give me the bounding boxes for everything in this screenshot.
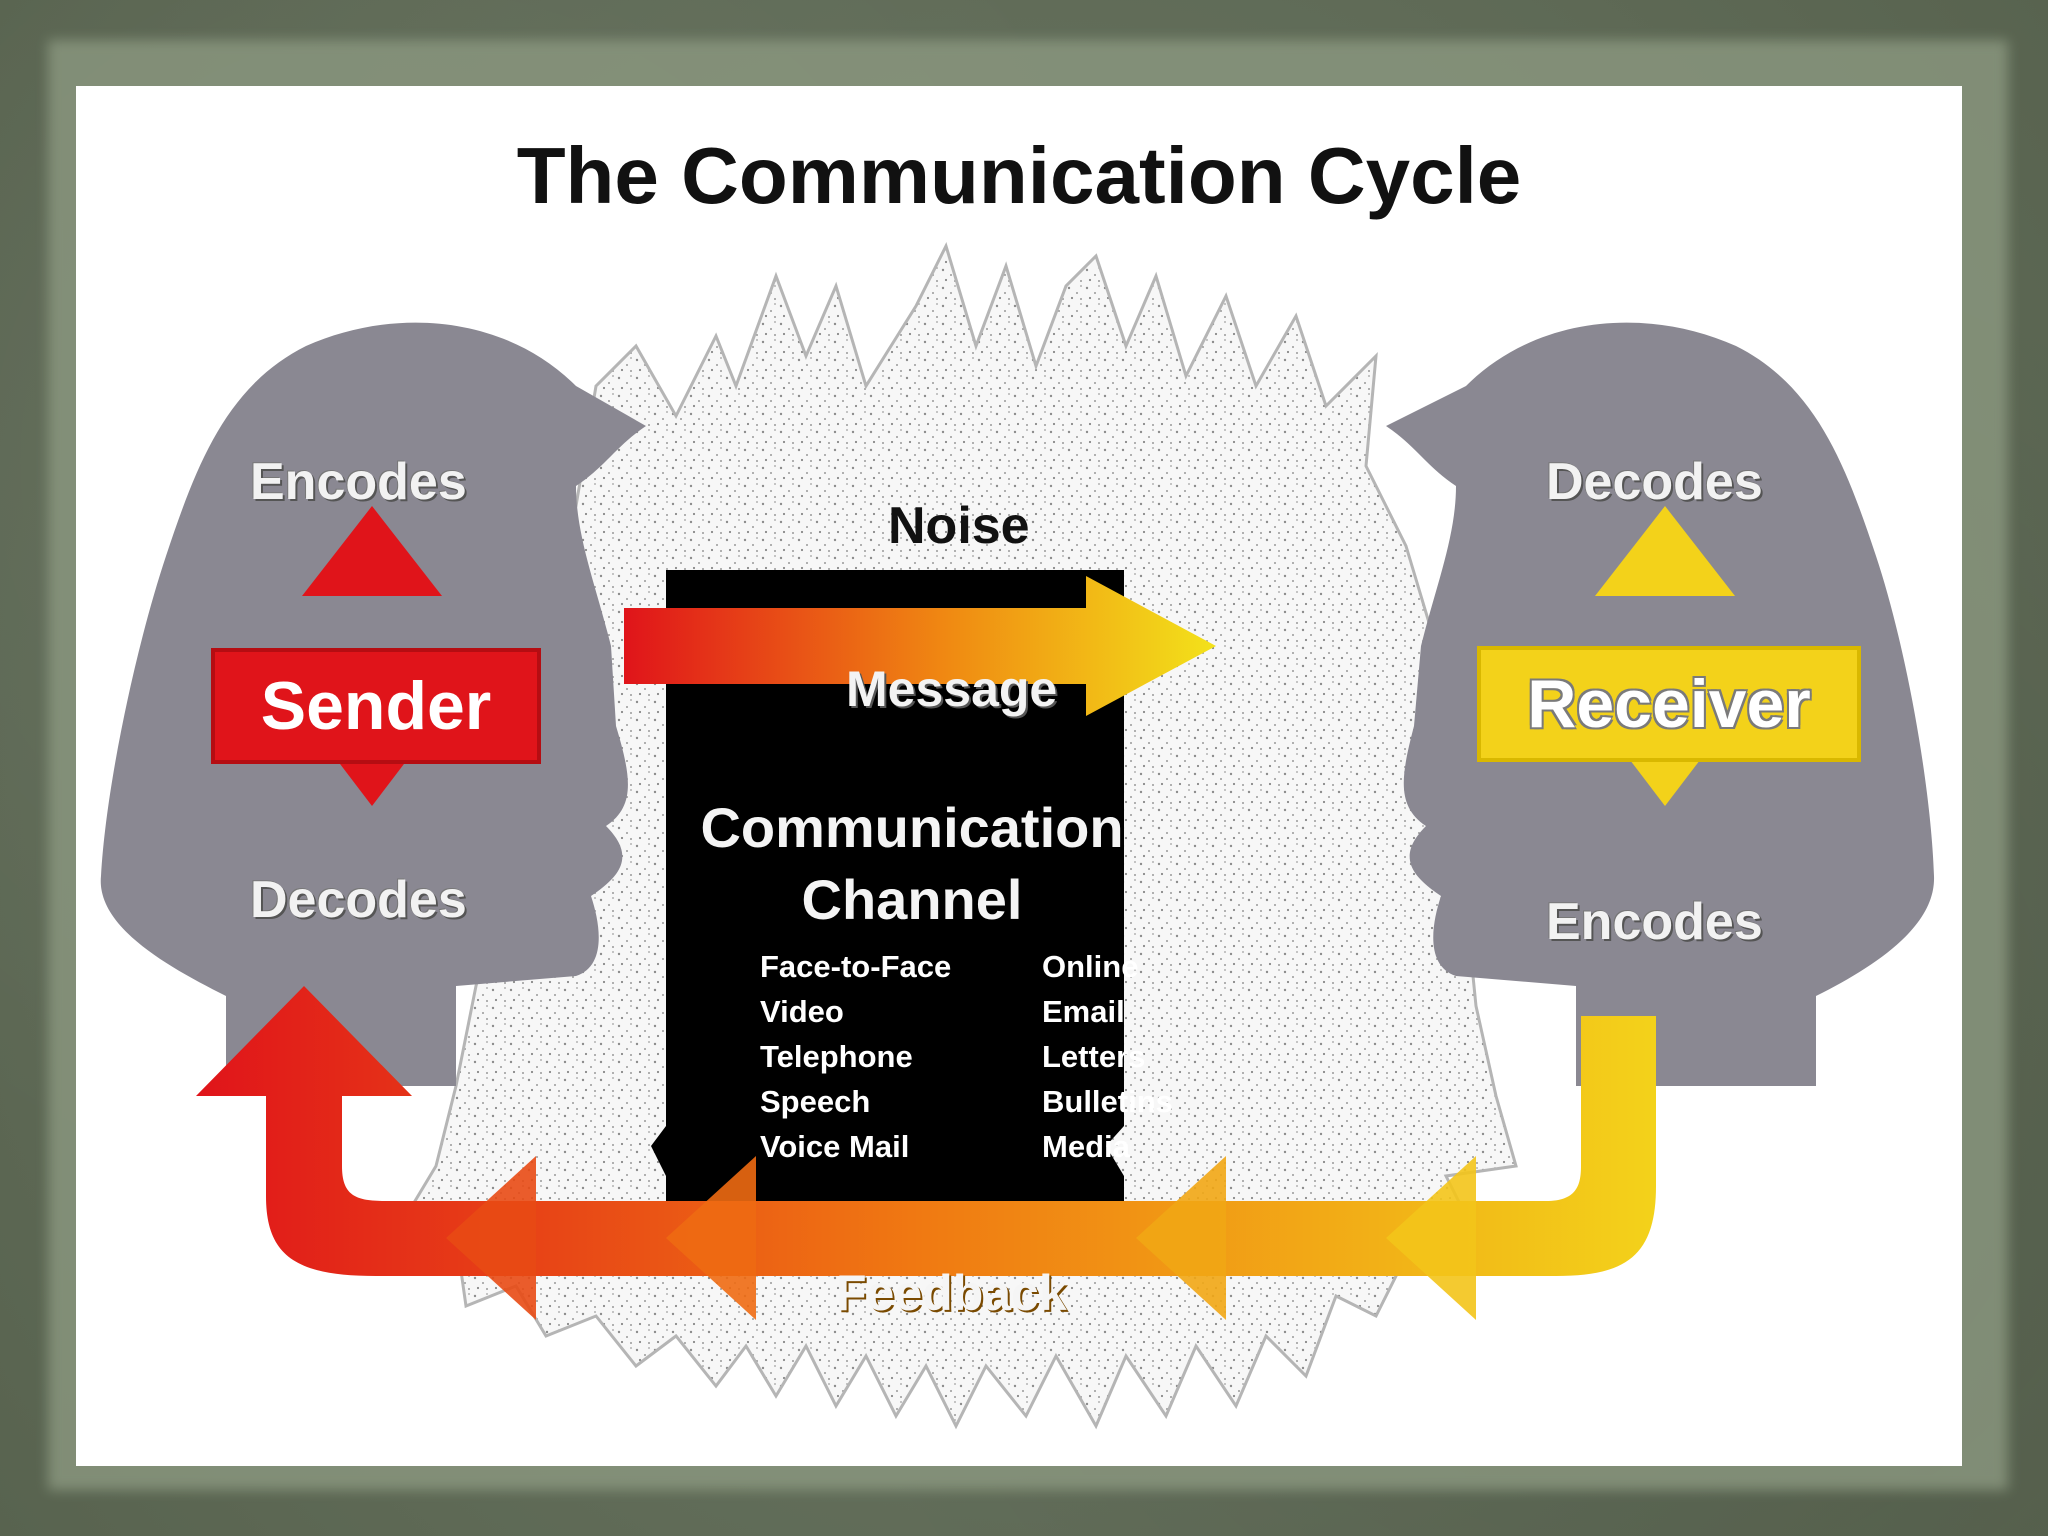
channel-item: Letters [1042, 1039, 1146, 1074]
message-arrow [624, 576, 1216, 716]
channel-item: Online [1042, 949, 1139, 984]
channel-item: Face-to-Face [760, 949, 952, 984]
channel-list-right: Online Email Letters Bulletins Media [1042, 944, 1173, 1169]
feedback-chevron-2 [666, 1156, 756, 1320]
channel-item: Bulletins [1042, 1084, 1173, 1119]
receiver-encodes-label: Encodes [1546, 893, 1763, 951]
channel-item: Media [1042, 1129, 1130, 1164]
sender-box: Sender [211, 648, 541, 764]
sender-up-arrowhead [302, 506, 442, 596]
channel-list-left: Face-to-Face Video Telephone Speech Voic… [760, 944, 951, 1169]
channel-item: Email [1042, 994, 1125, 1029]
receiver-label: Receiver [1527, 666, 1811, 742]
feedback-chevron-3 [1136, 1156, 1226, 1320]
channel-box [651, 570, 1124, 1226]
receiver-box: Receiver [1477, 646, 1861, 762]
channel-title: Communication Channel [700, 796, 1124, 931]
diagram-title: The Communication Cycle [516, 131, 1522, 220]
sender-encodes-label: Encodes [250, 453, 467, 511]
feedback-arrow [196, 986, 1656, 1276]
feedback-label: Feedback [836, 1265, 1067, 1321]
feedback-chevron-4 [1386, 1156, 1476, 1320]
channel-item: Speech [760, 1084, 871, 1119]
message-label: Message [846, 661, 1058, 717]
diagram-graphics [100, 241, 1935, 1430]
receiver-up-arrowhead [1595, 506, 1735, 596]
feedback-chevron-1 [446, 1156, 536, 1320]
diagram-card: The Communication Cycle Encodes Decodes … [76, 86, 1962, 1466]
sender-label: Sender [260, 668, 492, 744]
sender-decodes-label: Decodes [250, 871, 467, 929]
receiver-decodes-label: Decodes [1546, 453, 1763, 511]
channel-item: Voice Mail [760, 1129, 910, 1164]
channel-item: Video [760, 994, 844, 1029]
channel-item: Telephone [760, 1039, 913, 1074]
noise-label: Noise [888, 497, 1030, 555]
